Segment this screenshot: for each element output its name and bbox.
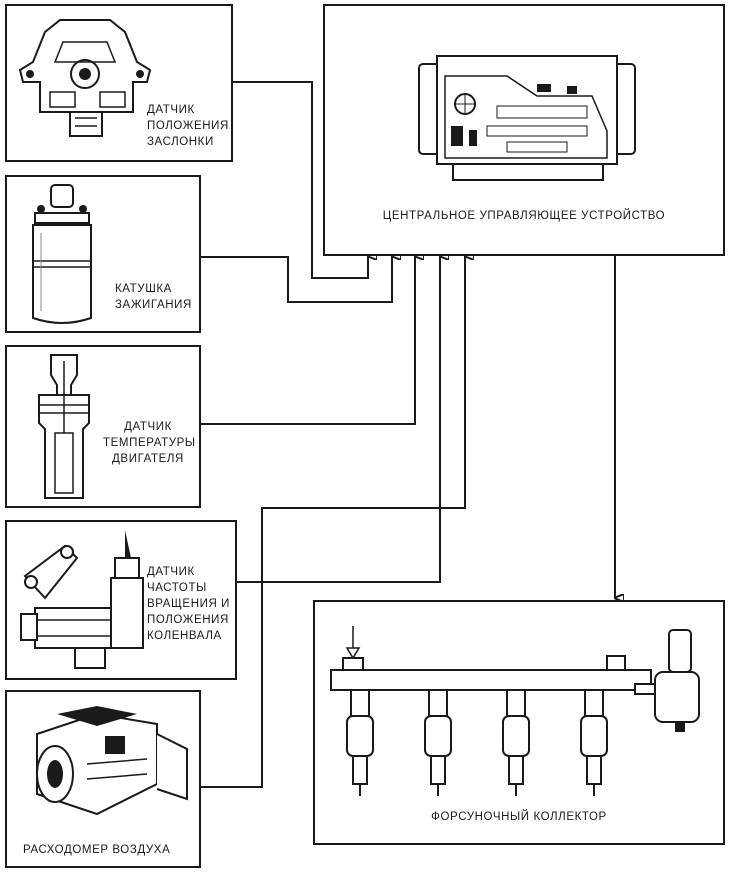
fuel-rail-label: ФОРСУНОЧНЫЙ КОЛЛЕКТОР (431, 811, 607, 823)
crankshaft-sensor-icon (20, 530, 144, 669)
fuel-rail-block: ФОРСУНОЧНЫЙ КОЛЛЕКТОР (313, 600, 725, 845)
injector-4 (580, 689, 608, 796)
crankshaft-sensor-block: ДАТЧИК ЧАСТОТЫ ВРАЩЕНИЯ И ПОЛОЖЕНИЯ КОЛЕ… (5, 520, 237, 680)
wire-coil-to-ecu (200, 256, 392, 303)
throttle-position-sensor-icon (18, 19, 152, 137)
wire-crank-to-ecu (236, 256, 440, 583)
ignition-coil-icon (32, 184, 92, 324)
air-flow-meter-block: РАСХОДОМЕР ВОЗДУХА (5, 690, 201, 868)
air-flow-meter-icon (36, 706, 188, 816)
injector-3 (502, 689, 530, 796)
wire-throttle-to-ecu (232, 81, 368, 279)
ignition-coil-block: КАТУШКА ЗАЖИГАНИЯ (5, 175, 201, 333)
temperature-sensor-icon (38, 354, 90, 499)
air-flow-meter-label: РАСХОДОМЕР ВОЗДУХА (23, 844, 171, 856)
wire-airflow-to-ecu (200, 256, 465, 788)
ecu-label: ЦЕНТРАЛЬНОЕ УПРАВЛЯЮЩЕЕ УСТРОЙСТВО (382, 210, 666, 222)
ecu-block: ЦЕНТРАЛЬНОЕ УПРАВЛЯЮЩЕЕ УСТРОЙСТВО (323, 4, 725, 256)
ignition-coil-label: КАТУШКА ЗАЖИГАНИЯ (115, 283, 192, 311)
injector-2 (424, 689, 452, 796)
wire-temp-to-ecu (200, 256, 415, 425)
engine-temp-sensor-block: ДАТЧИК ТЕМПЕРАТУРЫ ДВИГАТЕЛЯ (5, 345, 201, 508)
fuel-injector-rail-icon (330, 626, 700, 796)
throttle-sensor-block: ДАТЧИК ПОЛОЖЕНИЯ ЗАСЛОНКИ (5, 4, 233, 162)
engine-temp-sensor-label: ДАТЧИК ТЕМПЕРАТУРЫ ДВИГАТЕЛЯ (103, 421, 196, 465)
ecu-circuit-board-icon (418, 55, 636, 181)
throttle-sensor-label: ДАТЧИК ПОЛОЖЕНИЯ ЗАСЛОНКИ (147, 104, 229, 148)
injector-1 (346, 689, 374, 796)
crankshaft-sensor-label: ДАТЧИК ЧАСТОТЫ ВРАЩЕНИЯ И ПОЛОЖЕНИЯ КОЛЕ… (147, 566, 231, 642)
